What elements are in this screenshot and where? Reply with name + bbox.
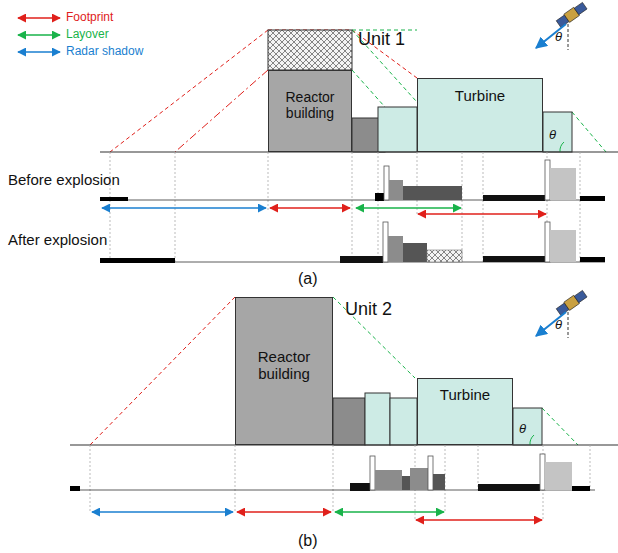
angle-symbol: θ bbox=[519, 422, 526, 436]
reactor-building: Reactor building bbox=[235, 297, 333, 445]
legend-samples bbox=[18, 18, 60, 52]
row-label: After explosion bbox=[8, 232, 107, 249]
legend-text: Layover bbox=[66, 28, 109, 41]
building-label: Reactor building bbox=[269, 89, 351, 121]
angle-symbol: θ bbox=[555, 318, 562, 332]
building-label: Turbine bbox=[418, 386, 512, 403]
unit2-scene bbox=[70, 290, 618, 520]
panel-label: (a) bbox=[298, 270, 318, 288]
panel-label: (b) bbox=[298, 532, 318, 550]
legend-text: Footprint bbox=[66, 11, 113, 24]
building-label: Reactor building bbox=[236, 348, 332, 383]
legend-text: Radar shadow bbox=[66, 45, 143, 58]
angle-symbol: θ bbox=[555, 30, 562, 44]
turbine-building: Turbine bbox=[417, 378, 513, 445]
unit-title: Unit 2 bbox=[345, 300, 392, 320]
turbine-building: Turbine bbox=[417, 78, 543, 152]
reactor-building: Reactor building bbox=[268, 70, 352, 152]
row-label: Before explosion bbox=[8, 172, 120, 189]
angle-symbol: θ bbox=[549, 128, 556, 142]
unit1-scene bbox=[100, 2, 618, 263]
building-label: Turbine bbox=[418, 87, 542, 104]
unit-title: Unit 1 bbox=[358, 30, 405, 50]
